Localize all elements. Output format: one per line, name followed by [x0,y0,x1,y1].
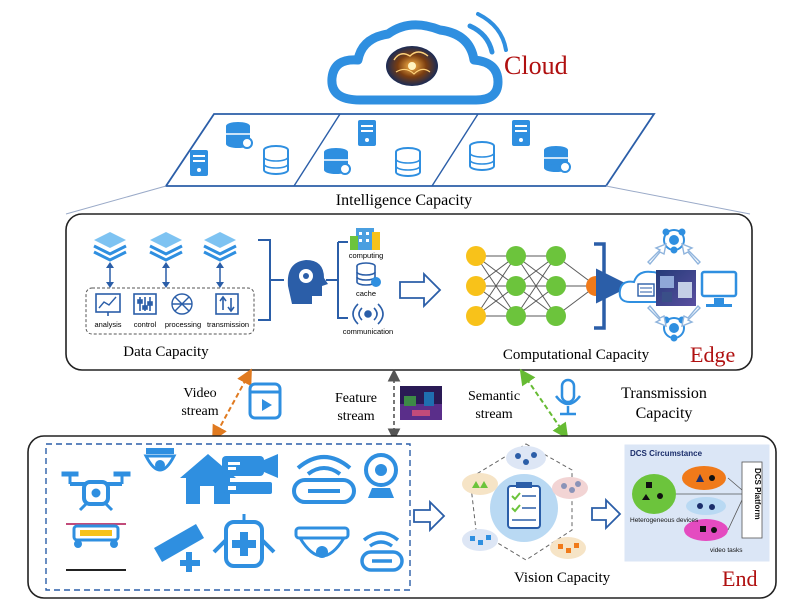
intelligence-capacity-label: Intelligence Capacity [336,192,472,209]
cloud-label: Cloud [504,51,568,80]
video-thumbnail [656,270,696,306]
cluster-node [462,529,498,551]
feature-stream-label-1: Feature [335,391,377,406]
semantic-stream-label-2: stream [475,407,512,422]
layers-icon [93,232,127,262]
vision-capacity-label: Vision Capacity [514,570,611,586]
resource-label-cache: cache [356,289,376,298]
devices-box [45,443,411,591]
input-neuron [466,246,486,266]
end-layer: Vision Capacity DCS Circumstance DCS Pla… [27,435,777,599]
database-gear-icon [226,122,253,149]
server-tower-icon [512,120,530,146]
database-icon [395,147,421,177]
vision-graph [462,443,588,561]
service-robot-icon [212,514,276,568]
dcs-devices-label: Heterogeneous devices [630,517,699,524]
processing-icon [171,293,193,315]
cluster-node [552,477,588,499]
semantic-stream-label-1: Semantic [468,389,520,404]
hidden-neuron [506,246,526,266]
transmission-capacity-label-2: Capacity [636,405,693,422]
bracket-left [258,239,284,321]
dcs-title: DCS Circumstance [630,449,703,458]
computing-icon [350,228,380,250]
video-stream-label-1: Video [183,386,216,401]
server-tower-icon [358,120,376,146]
stack-arrows [109,266,221,284]
server-group-1 [190,122,289,176]
module-label-processing: processing [165,320,201,329]
dcs-platform-label: DCS Platform [753,468,762,520]
security-camera-icon [154,524,204,572]
server-group-3 [469,120,571,173]
layers-icon [149,232,183,262]
hollow-arrow-end-1 [413,499,446,533]
cluster-node [550,537,586,559]
module-label-analysis: analysis [94,320,121,329]
layers-icon [203,232,237,262]
hidden-neuron [546,246,566,266]
ground-robot-icon [66,523,126,571]
dcs-tasks-label: video tasks [710,547,743,554]
dcs-panel: DCS Circumstance DCS Platform Heterogene… [623,443,771,563]
wifi-router-icon [292,455,356,504]
database-gear-icon [324,148,351,175]
data-modules-box [85,287,255,335]
communication-icon [352,303,384,325]
ai-head-gear-icon [287,260,328,304]
wifi-router-icon [360,531,404,572]
hidden-neuron [546,276,566,296]
video-recorder-icon [222,454,278,494]
transmission-icon [215,293,239,315]
hollow-arrow-end-2 [591,497,622,531]
hollow-arrow-edge [399,271,442,309]
cluster-node [506,446,546,470]
computer-icon [700,270,738,307]
webcam-icon [364,453,398,498]
cluster-node [462,473,498,495]
module-label-transmission: transmission [207,320,249,329]
video-file-icon [248,382,282,420]
database-icon [469,141,495,171]
edge-network-cluster [618,228,738,342]
hidden-neuron [506,276,526,296]
semantic-stream-arrow [519,368,569,440]
database-gear-icon [544,146,571,173]
bracket-right [326,241,348,319]
control-icon [133,293,157,315]
ceiling-camera-icon [294,526,350,558]
end-label: End [722,566,757,591]
hidden-neuron [546,306,566,326]
server-tower-icon [190,150,208,176]
database-icon [263,145,289,175]
feature-map-thumbnail [400,386,442,420]
cloud-layer: Cloud [65,12,751,215]
hidden-neuron [506,306,526,326]
drone-icon [61,471,131,512]
video-stream-label-2: stream [181,404,218,419]
cache-icon [356,262,381,287]
edge-label: Edge [690,342,735,367]
feature-stream-label-2: stream [337,409,374,424]
transmission-capacity-label-1: Transmission [621,385,707,402]
triangle-hub-icon [662,228,686,254]
server-group-2 [324,120,421,177]
microphone-icon [555,378,581,416]
input-neuron [466,276,486,296]
dome-camera-icon [143,448,177,472]
module-label-control: control [134,320,157,329]
analysis-icon [95,293,121,316]
resource-label-computing: computing [349,251,384,260]
video-stream-arrow [212,368,252,442]
resource-label-communication: communication [343,327,393,336]
computational-capacity-label: Computational Capacity [503,347,650,363]
streams-section: Video stream Feature stream Semantic str… [181,368,707,442]
input-neuron [466,306,486,326]
edge-layer: analysis control processing transmission… [65,213,753,371]
data-capacity-label: Data Capacity [123,344,209,360]
brain-icon [386,46,438,86]
